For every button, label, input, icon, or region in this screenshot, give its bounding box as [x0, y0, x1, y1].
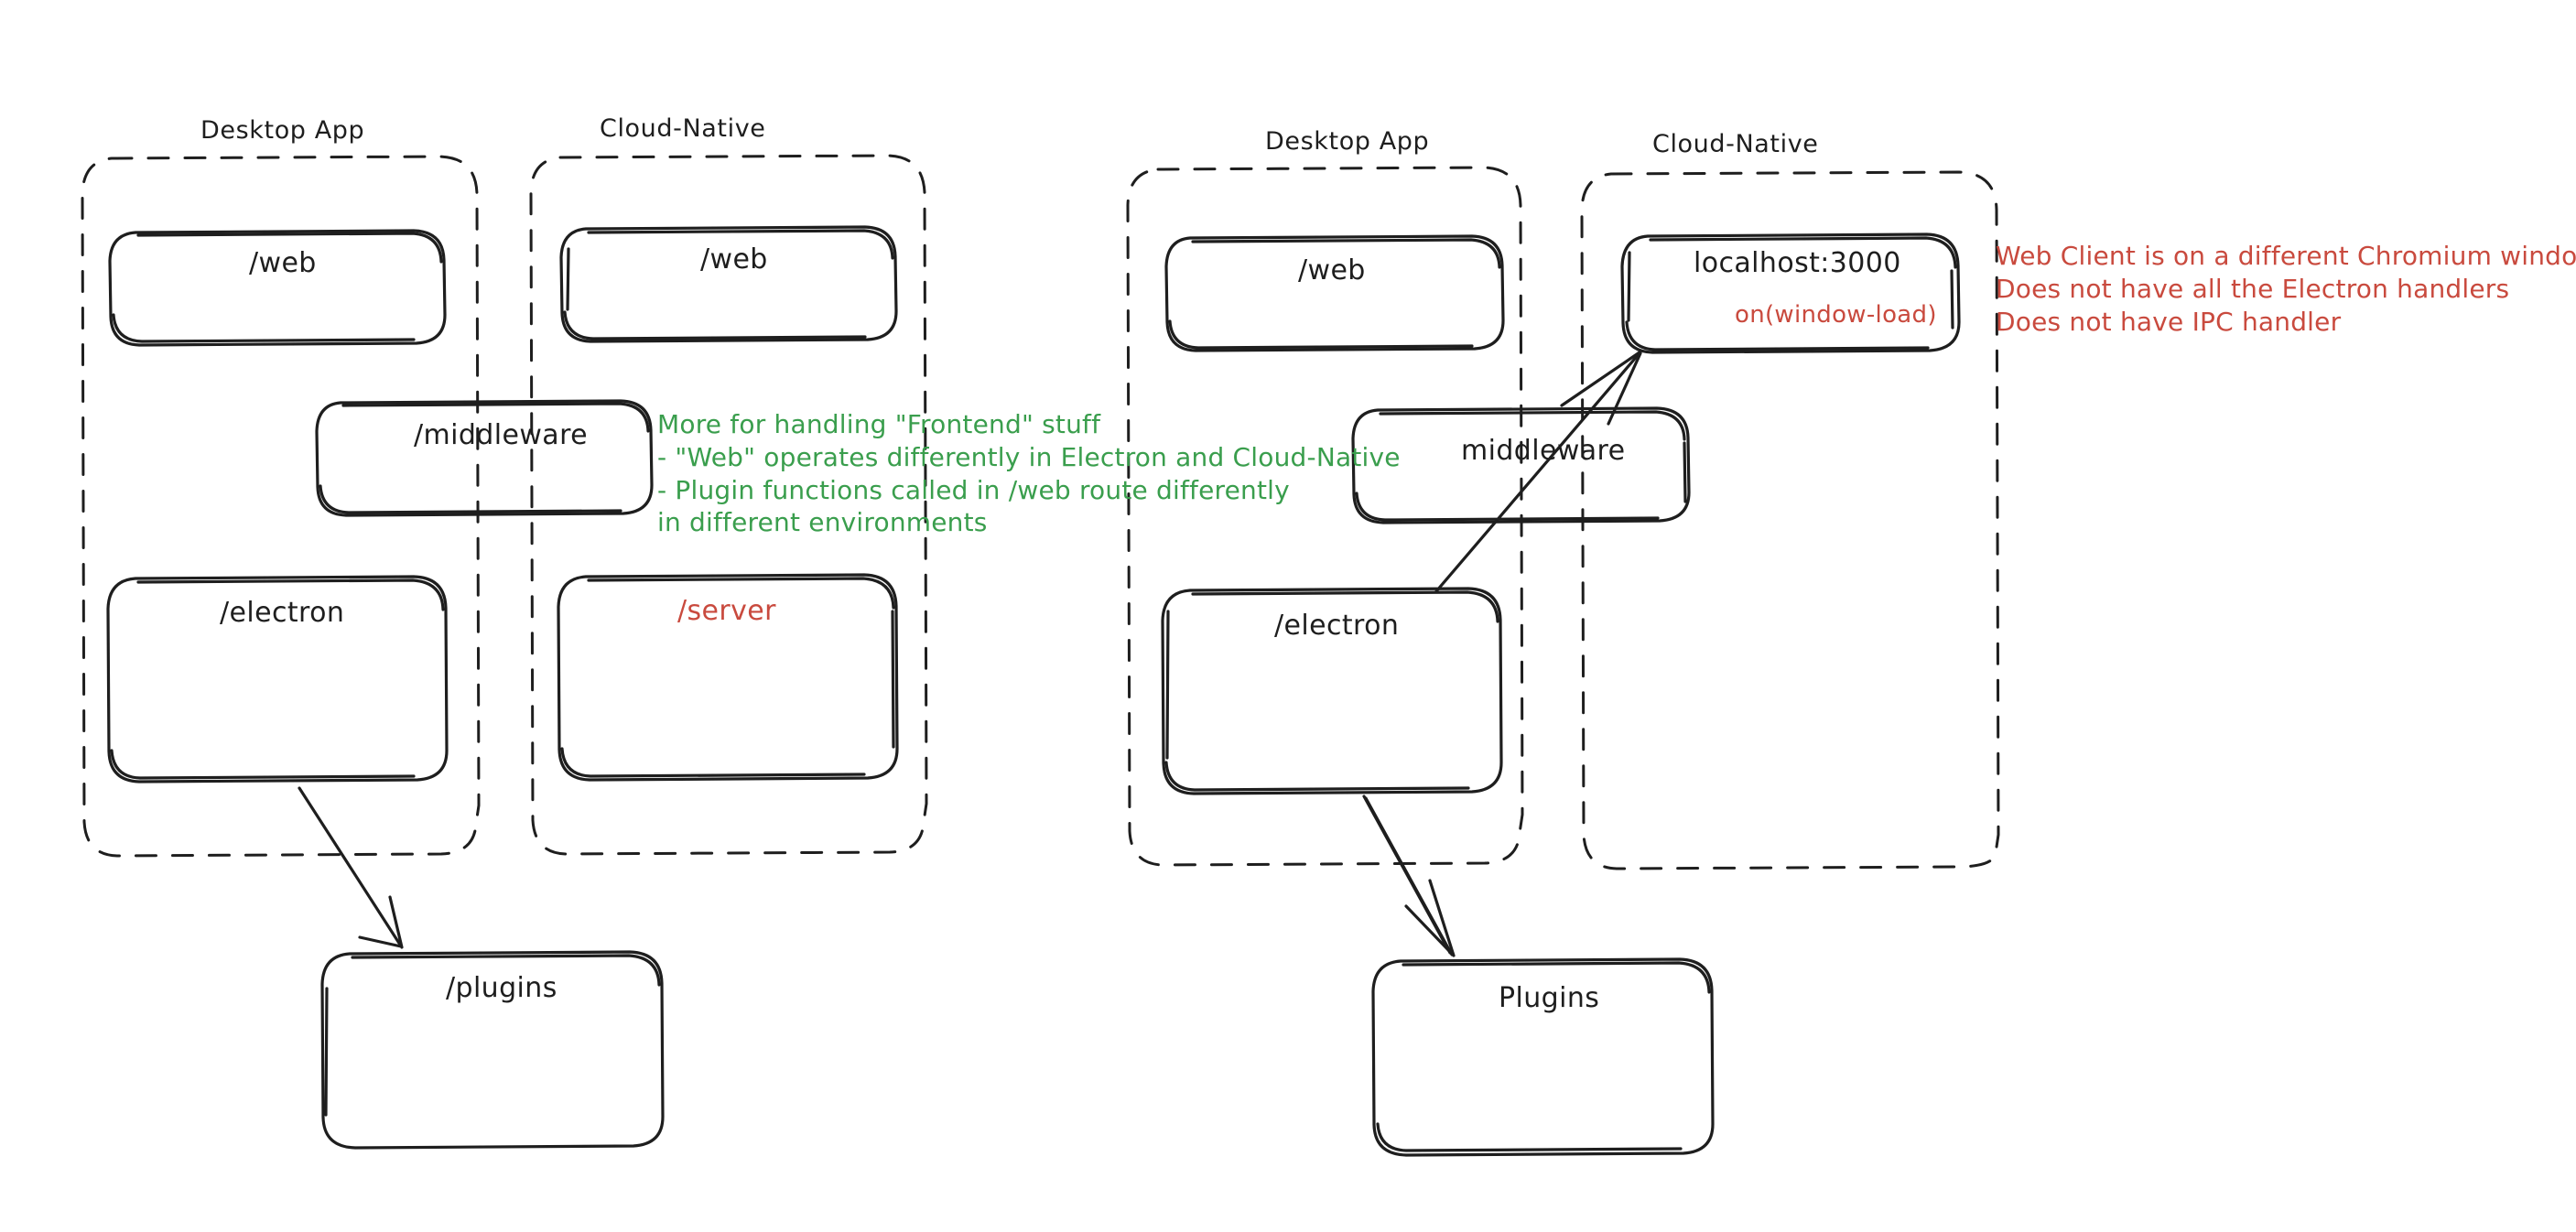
group-title-right-desktop: Desktop App — [1265, 127, 1430, 156]
group-title-right-cloud: Cloud-Native — [1652, 130, 1819, 158]
node-label-right-middleware: middleware — [1461, 435, 1626, 467]
node-label-right-plugins: Plugins — [1499, 982, 1600, 1014]
node-label-right-localhost: localhost:3000 — [1694, 247, 1901, 279]
node-label-left-desktop-web: /web — [249, 247, 317, 279]
annotation-red-line-2: Does not have all the Electron handlers — [1996, 273, 2510, 304]
group-title-left-cloud: Cloud-Native — [600, 114, 766, 143]
node-label-left-cloud-web: /web — [700, 243, 768, 276]
node-label-right-desktop-web: /web — [1298, 254, 1366, 286]
edge-right-electron-to-plugins — [1362, 794, 1456, 957]
annotation-green-line-4: in different environments — [657, 507, 988, 538]
edge-right-electron-to-localhost — [1434, 351, 1642, 593]
annotation-green-line-3: - Plugin functions called in /web route … — [657, 474, 1290, 505]
node-label-left-server: /server — [677, 595, 776, 627]
node-label-left-middleware: /middleware — [414, 419, 588, 451]
annotation-red-line-3: Does not have IPC handler — [1996, 306, 2342, 337]
node-label-right-electron: /electron — [1274, 610, 1400, 642]
node-label-left-plugins: /plugins — [446, 972, 557, 1004]
annotation-red-note: Web Client is on a different Chromium wi… — [1996, 240, 2576, 338]
node-box-right-desktop-web — [1164, 234, 1505, 352]
group-title-left-desktop: Desktop App — [200, 116, 365, 145]
annotation-green-line-2: - "Web" operates differently in Electron… — [657, 441, 1401, 472]
annotation-red-line-1: Web Client is on a different Chromium wi… — [1996, 241, 2576, 271]
edge-left-electron-to-plugins — [298, 786, 404, 949]
node-box-left-middleware — [315, 399, 654, 517]
node-label-left-electron: /electron — [220, 597, 345, 629]
annotation-green-line-1: More for handling "Frontend" stuff — [657, 409, 1101, 439]
annotation-green-note: More for handling "Frontend" stuff - "We… — [657, 408, 1401, 539]
node-sublabel-right-localhost-onwindowload: on(window-load) — [1735, 301, 1937, 329]
